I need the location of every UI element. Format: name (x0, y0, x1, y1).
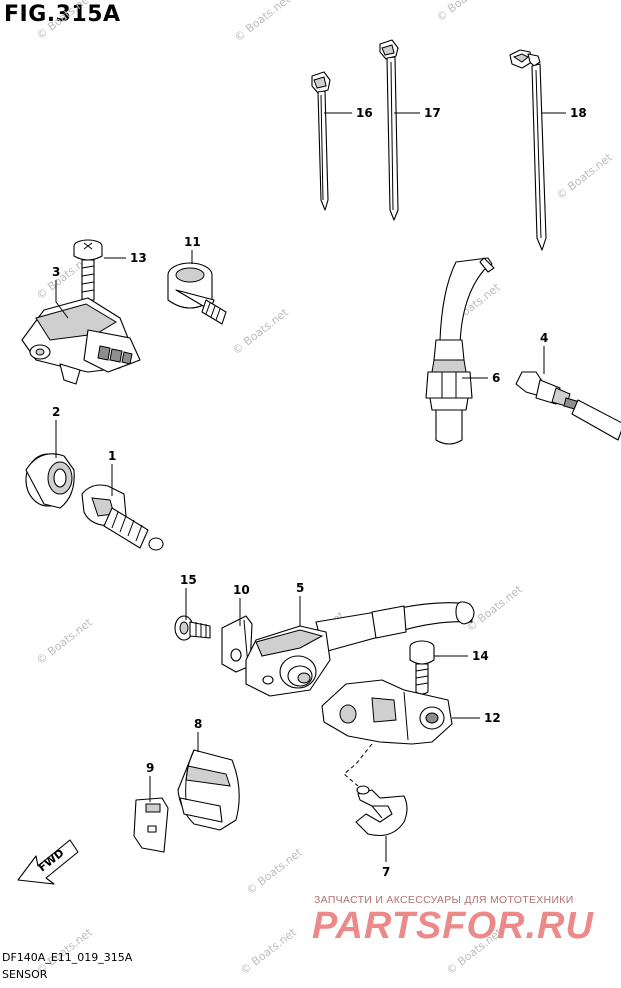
callout-4: 4 (540, 331, 548, 345)
part-15-screw[interactable] (174, 615, 211, 641)
callout-layer: 16 17 18 13 11 3 6 4 2 1 15 10 5 14 12 7… (52, 106, 587, 879)
part-4-sensor[interactable] (515, 371, 621, 441)
fwd-arrow-icon: FWD (17, 839, 79, 885)
watermark-text: © Boats.net (434, 0, 495, 24)
part-17-cable-tie[interactable] (379, 39, 399, 221)
figure-title: FIG.315A (4, 2, 121, 27)
callout-2: 2 (52, 405, 60, 419)
callout-1: 1 (108, 449, 116, 463)
watermark-text: © Boats.net (554, 150, 615, 202)
part-16-cable-tie[interactable] (311, 71, 331, 211)
callout-16: 16 (356, 106, 373, 120)
callout-3: 3 (52, 265, 60, 279)
part-6-temperature-sensor[interactable] (425, 257, 495, 445)
watermark-text: © Boats.net (230, 305, 291, 357)
callout-9: 9 (146, 761, 154, 775)
part-14-bolt[interactable] (409, 640, 435, 695)
callout-13: 13 (130, 251, 147, 265)
part-12-bracket[interactable] (321, 679, 453, 745)
part-5-sensor[interactable] (245, 601, 475, 697)
watermark-text: © Boats.net (244, 845, 305, 897)
ad-logo[interactable]: PARTSFOR.RU (312, 905, 594, 947)
watermark-text: © Boats.net (232, 0, 293, 44)
callout-10: 10 (233, 583, 250, 597)
watermark-text: © Boats.net (34, 0, 95, 42)
part-8-clamp[interactable] (177, 749, 240, 831)
part-18-cable-tie[interactable] (509, 49, 547, 251)
callout-8: 8 (194, 717, 202, 731)
figure-code: DF140A_E11_019_315A (2, 951, 133, 964)
callout-14: 14 (472, 649, 489, 663)
callout-17: 17 (424, 106, 441, 120)
callout-7: 7 (382, 865, 390, 879)
part-11-knock-sensor[interactable] (167, 262, 227, 325)
callout-12: 12 (484, 711, 501, 725)
watermark-text: © Boats.net (238, 925, 299, 977)
assembly-dashed-line (343, 743, 373, 787)
part-2-grommet[interactable] (25, 453, 75, 509)
figure-name: SENSOR (2, 968, 48, 981)
callout-6: 6 (492, 371, 500, 385)
watermark-text: © Boats.net (34, 615, 95, 667)
ad-tagline: ЗАПЧАСТИ И АКСЕССУАРЫ ДЛЯ МОТОТЕХНИКИ (314, 894, 574, 906)
part-3-pressure-sensor[interactable] (21, 297, 141, 385)
part-13-bolt[interactable] (73, 239, 103, 301)
part-7-clip[interactable] (355, 785, 408, 837)
callout-11: 11 (184, 235, 201, 249)
part-9-clip[interactable] (133, 797, 169, 853)
callout-5: 5 (296, 581, 304, 595)
callout-18: 18 (570, 106, 587, 120)
callout-15: 15 (180, 573, 197, 587)
part-1-sensor[interactable] (81, 484, 164, 551)
